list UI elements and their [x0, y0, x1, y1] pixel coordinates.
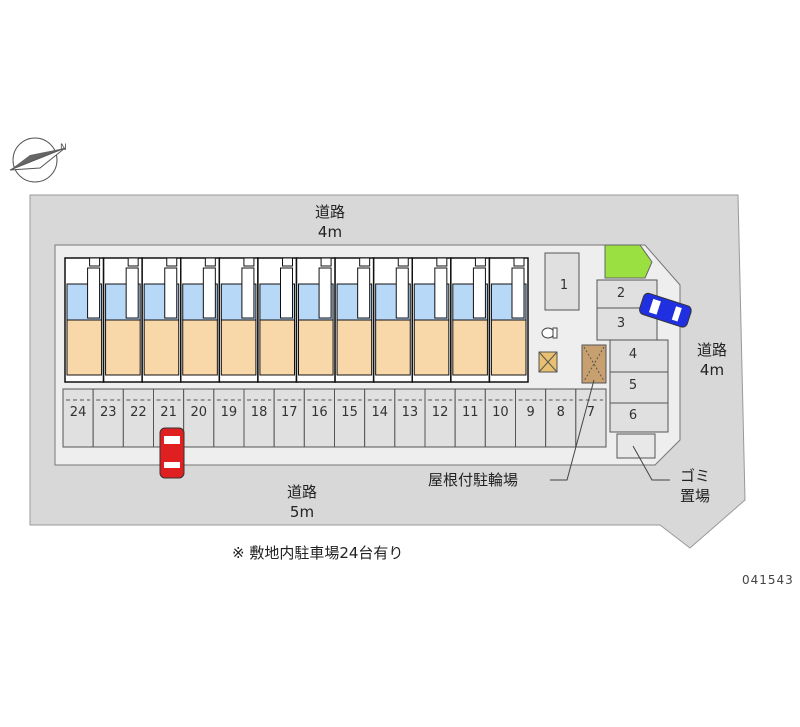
apartment-unit: [295, 257, 336, 383]
space-number: 23: [99, 405, 117, 420]
space-number: 14: [371, 405, 389, 420]
parking-note: ※ 敷地内駐車場24台有り: [232, 544, 404, 562]
garbage-label-1: ゴミ: [679, 467, 710, 485]
road-width: 4m: [317, 223, 343, 241]
parking-space: [394, 388, 426, 448]
apartment-unit: [102, 257, 143, 383]
garbage-leader-line: [632, 445, 670, 481]
parking-space: [122, 388, 155, 448]
space-number: 5: [628, 378, 638, 393]
apartment-building: [64, 257, 529, 383]
parking-space-1: [544, 252, 580, 311]
space-number: 15: [341, 405, 358, 420]
space-number: 18: [250, 405, 268, 420]
parking-space: [183, 388, 215, 448]
parking-space: [575, 388, 607, 448]
parking-space: [273, 388, 305, 448]
parking-space: [424, 388, 456, 448]
apartment-unit: [411, 257, 452, 383]
space-number: 9: [526, 405, 535, 420]
bike-parking-label: 屋根付駐輪場: [428, 471, 519, 489]
space-number: 21: [160, 405, 177, 420]
road-width: 5m: [289, 503, 315, 521]
space-number: 11: [461, 405, 479, 420]
north-compass-icon: N: [9, 137, 67, 183]
parking-space: [92, 388, 124, 448]
apartment-unit: [141, 257, 182, 383]
parking-space: [243, 388, 275, 448]
garbage-area: [616, 433, 656, 459]
space-number: 10: [492, 405, 509, 420]
space-number: 19: [220, 405, 238, 420]
space-number: 20: [190, 405, 208, 420]
property-code: 041543: [742, 573, 794, 587]
parking-space: [484, 388, 517, 448]
parking-space-6: [609, 402, 669, 433]
parking-space: [62, 388, 94, 448]
road-width: 4m: [699, 361, 725, 379]
space-number: 8: [556, 405, 565, 420]
road-name: 道路: [696, 341, 727, 359]
apartment-unit: [488, 257, 529, 383]
space-number: 17: [280, 405, 298, 420]
road-name: 道路: [286, 483, 317, 501]
space-number: 2: [616, 286, 626, 301]
space-number: 1: [559, 278, 569, 293]
garbage-label-2: 置場: [679, 487, 710, 505]
space-number: 24: [69, 405, 87, 420]
space-number: 13: [401, 405, 419, 420]
top-road-label: 道路 4m: [300, 202, 360, 242]
space-number: 7: [586, 405, 596, 420]
red-car-icon: [159, 427, 185, 479]
space-number: 12: [431, 405, 449, 420]
apartment-unit: [180, 257, 221, 383]
parking-space-5: [609, 371, 669, 404]
svg-text:N: N: [60, 143, 67, 153]
blue-car-icon: [639, 292, 692, 328]
apartment-unit: [334, 257, 375, 383]
parking-space: [303, 388, 336, 448]
bike-leader-line: [550, 379, 595, 481]
apartment-unit: [450, 257, 491, 383]
garbage-label: ゴミ 置場: [670, 466, 720, 506]
apartment-unit: [64, 257, 105, 383]
parking-space: [364, 388, 396, 448]
right-road-label: 道路 4m: [682, 340, 742, 380]
parking-area: [62, 388, 607, 448]
space-number: 6: [628, 408, 638, 423]
road-name: 道路: [314, 203, 345, 221]
space-number: 22: [130, 405, 147, 420]
space-number: 3: [616, 316, 626, 331]
apartment-unit: [257, 257, 298, 383]
parking-space: [334, 388, 366, 448]
apartment-unit: [218, 257, 259, 383]
space-number: 16: [311, 405, 328, 420]
bottom-road-label: 道路 5m: [272, 482, 332, 522]
green-area: [604, 244, 653, 279]
apartment-unit: [372, 257, 413, 383]
space-number: 4: [628, 347, 638, 362]
toilet-icon: [541, 327, 558, 339]
